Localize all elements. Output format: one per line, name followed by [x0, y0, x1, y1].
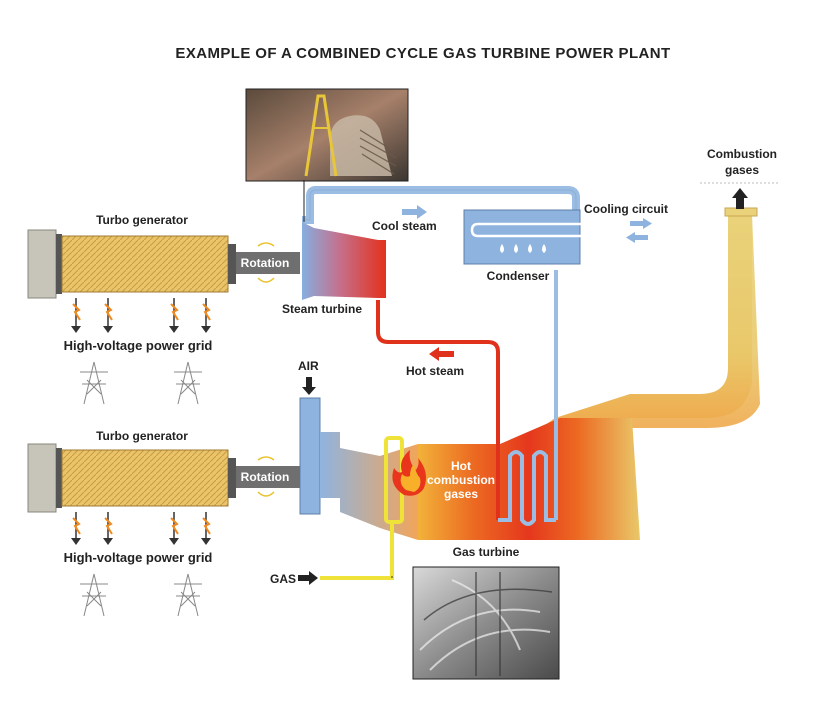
turbo-generator-label-top: Turbo generator — [96, 213, 188, 227]
hot-steam-pipe — [376, 300, 500, 520]
gas-turbine-photo — [412, 566, 560, 680]
cooling-flow-arrows-icon — [626, 218, 652, 243]
rotation-label-bottom: Rotation — [241, 470, 290, 484]
turbo-generator-top — [27, 229, 300, 299]
condenser-label: Condenser — [487, 269, 550, 283]
combustion-gases-label-2: gases — [725, 163, 759, 177]
rotation-arrow-icon — [257, 242, 275, 283]
gas-arrow-icon — [298, 571, 318, 585]
air-label: AIR — [298, 359, 319, 373]
steam-turbine — [302, 222, 386, 300]
combustion-gases-label-1: Combustion — [707, 147, 777, 161]
page-title: EXAMPLE OF A COMBINED CYCLE GAS TURBINE … — [175, 45, 670, 62]
hot-combustion-gases-label-1: Hot — [451, 459, 471, 473]
gas-turbine-label: Gas turbine — [453, 545, 520, 559]
turbo-generator-bottom — [27, 443, 300, 513]
cool-steam-arrow-icon — [402, 205, 427, 219]
rotation-label-top: Rotation — [241, 256, 290, 270]
grid-label-bottom: High-voltage power grid — [64, 550, 213, 565]
hot-combustion-gases-label-2: combustion — [427, 473, 495, 487]
exhaust-arrow-icon — [732, 188, 748, 209]
lightning-icons-bottom — [71, 512, 211, 545]
cooling-circuit-label: Cooling circuit — [584, 202, 668, 216]
air-intake-compressor — [299, 397, 321, 515]
lightning-icons-top — [71, 298, 211, 333]
gas-turbine-inlet — [320, 432, 418, 540]
hot-steam-arrow-icon — [429, 347, 454, 361]
steam-turbine-label: Steam turbine — [282, 302, 362, 316]
power-pylon-icon — [80, 361, 202, 405]
gas-label: GAS — [270, 572, 296, 586]
hot-combustion-gases-label-3: gases — [444, 487, 478, 501]
power-pylon-icon — [80, 573, 202, 617]
turbo-generator-label-bottom: Turbo generator — [96, 429, 188, 443]
cool-steam-label: Cool steam — [372, 219, 437, 233]
cool-steam-pipe — [302, 186, 580, 224]
flame-icon — [392, 450, 426, 496]
cooling-coil — [470, 222, 630, 238]
hot-steam-label: Hot steam — [406, 364, 464, 378]
gas-supply-line — [320, 520, 394, 580]
heat-exchanger-coil — [498, 450, 556, 526]
grid-label-top: High-voltage power grid — [64, 338, 213, 353]
steam-turbine-photo — [245, 88, 409, 182]
air-arrow-icon — [302, 377, 316, 395]
heat-recovery-duct — [418, 418, 640, 540]
condensate-drops — [500, 244, 546, 253]
rotation-arrow-icon — [257, 456, 275, 497]
